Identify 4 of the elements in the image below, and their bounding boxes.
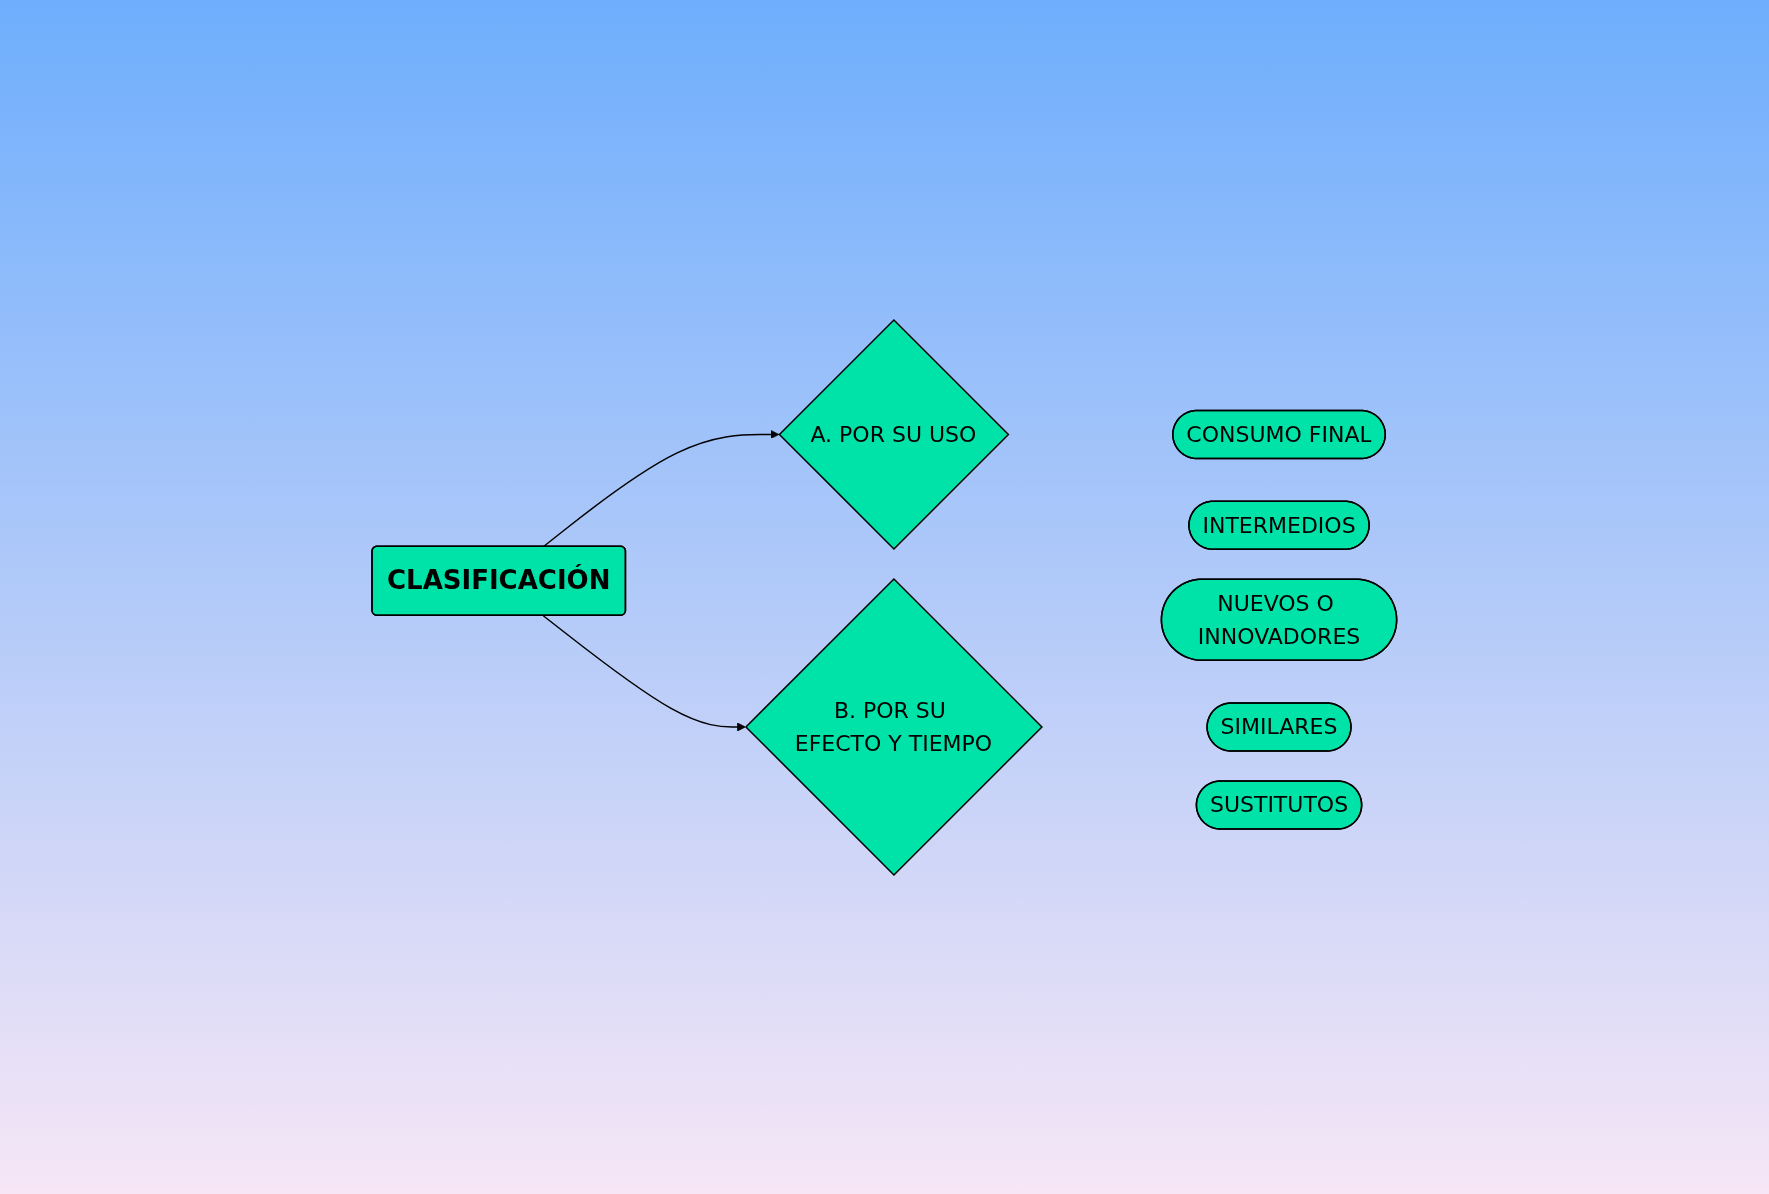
node-diamond: B. POR SU EFECTO Y TIEMPO	[745, 577, 1044, 876]
arrow	[542, 614, 746, 731]
node-diamond: A. POR SU USO	[778, 318, 1010, 550]
arrow	[542, 429, 780, 547]
